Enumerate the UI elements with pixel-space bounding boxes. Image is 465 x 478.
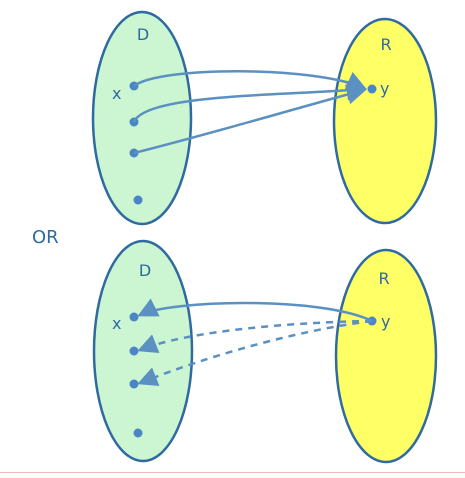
bottom-x-label: x [112, 314, 121, 333]
top-domain-ellipse [91, 10, 193, 226]
top-domain-label: D [137, 25, 149, 44]
bottom-domain-point-3 [129, 379, 139, 389]
bottom-domain-point-x [129, 312, 139, 322]
top-x-label: x [112, 84, 121, 103]
bottom-y-label: y [381, 312, 390, 331]
top-domain-point-4 [133, 195, 143, 205]
bottom-range-ellipse [334, 248, 438, 464]
bottom-dashed-arrow-y-to-point2 [137, 319, 373, 353]
top-y-label: y [380, 79, 389, 98]
top-arrow-point2-to-y [132, 80, 367, 123]
bottom-arrow-y-to-x [137, 298, 373, 323]
bottom-range-label: R [378, 269, 389, 288]
top-range-label: R [380, 35, 391, 54]
top-arrow-x-to-y [133, 70, 367, 91]
top-range-point-y [367, 84, 377, 94]
top-range-ellipse [332, 17, 438, 225]
top-mapping-diagram: D R x y [91, 10, 438, 226]
bottom-domain-point-4 [133, 428, 143, 438]
bottom-dashed-arrow-y-to-point3 [137, 319, 373, 386]
bottom-domain-point-2 [129, 346, 139, 356]
top-arrow-point3-to-y [133, 84, 367, 155]
bottom-domain-label: D [139, 261, 151, 280]
separator-label: OR [32, 227, 59, 248]
bottom-mapping-diagram: D R x y [92, 239, 438, 464]
